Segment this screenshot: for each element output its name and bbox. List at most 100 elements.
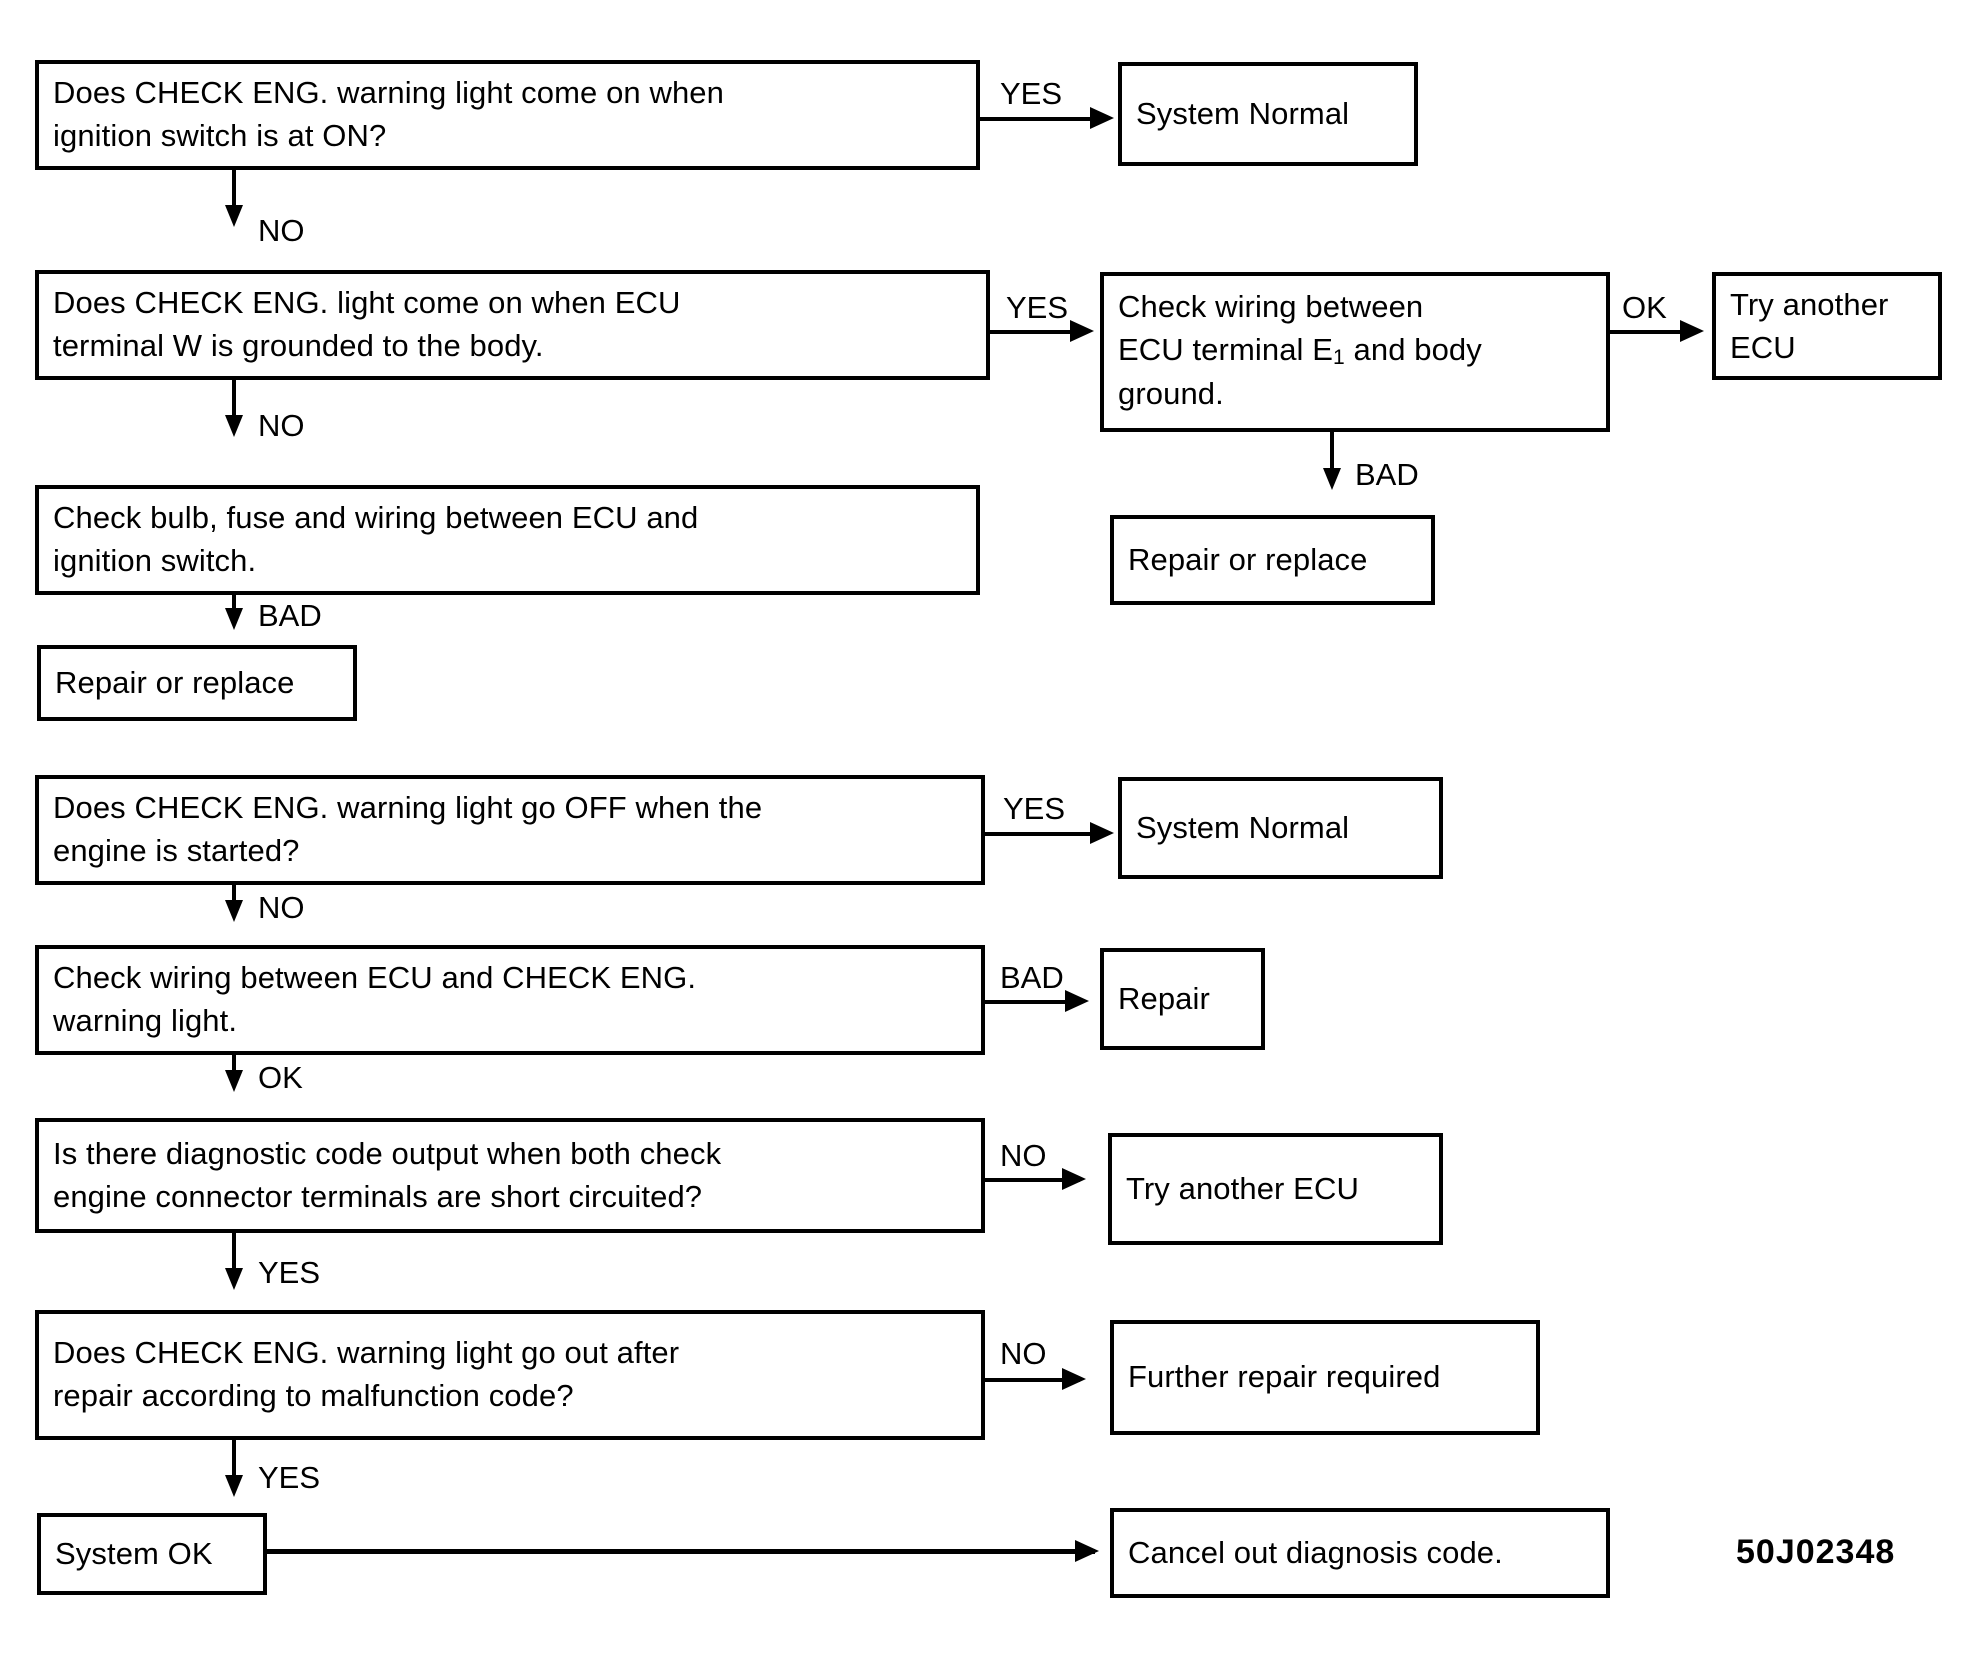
node-r6-text: Repair [1118, 980, 1210, 1016]
edge-a1-ok-arrowhead [1680, 320, 1704, 342]
node-q5-line1: Does CHECK ENG. warning light go out aft… [53, 1335, 680, 1371]
node-a3-line1: Check wiring between ECU and CHECK ENG. [53, 960, 697, 996]
node-q4-line2: engine connector terminals are short cir… [53, 1178, 703, 1214]
node-q3-text: Does CHECK ENG. warning light go OFF whe… [53, 787, 762, 873]
edge-label-bad-3: BAD [1000, 960, 1064, 995]
node-a1-line2: ECU terminal E1 and body [1118, 331, 1482, 369]
edge-a3-bad-arrowhead [1065, 990, 1089, 1012]
edge-label-yes-2: YES [1006, 290, 1069, 325]
edge-q5-no-arrowhead [1062, 1368, 1086, 1390]
node-a2-line2: ignition switch. [53, 543, 257, 578]
edge-label-ok-1: OK [1622, 290, 1667, 325]
edge-r9-to-r10-line [265, 1549, 1095, 1554]
edge-a3-bad-line [985, 1000, 1080, 1004]
edge-q4-yes-line [232, 1233, 236, 1275]
node-r8-further-repair-required: Further repair required [1110, 1320, 1540, 1435]
edge-label-bad-2: BAD [258, 598, 322, 633]
node-a1-line1: Check wiring between [1118, 289, 1424, 324]
node-r5-text: System Normal [1136, 809, 1350, 845]
edge-label-yes-5: YES [258, 1460, 321, 1495]
edge-q1-yes-line [980, 117, 1100, 121]
edge-q4-no-arrowhead [1062, 1168, 1086, 1190]
edge-q2-yes-line [990, 330, 1086, 334]
edge-q1-yes-arrowhead [1090, 107, 1114, 129]
node-r9-text: System OK [55, 1535, 213, 1571]
node-q4-line1: Is there diagnostic code output when bot… [53, 1135, 722, 1171]
edge-label-no-1: NO [258, 213, 305, 248]
edge-label-ok-2: OK [258, 1060, 303, 1095]
node-r8-text: Further repair required [1128, 1359, 1441, 1395]
edge-a2-bad-arrowhead [225, 608, 243, 630]
node-a3-check-wiring-warning-light: Check wiring between ECU and CHECK ENG.w… [35, 945, 985, 1055]
node-r2-line1: Try another [1730, 287, 1889, 322]
node-a1-line3: ground. [1118, 375, 1224, 411]
edge-label-bad-1: BAD [1355, 457, 1419, 492]
edge-q5-no-line [985, 1378, 1080, 1382]
edge-q5-yes-line [232, 1440, 236, 1485]
node-q4-text: Is there diagnostic code output when bot… [53, 1133, 721, 1219]
figure-code: 50J02348 [1736, 1533, 1896, 1571]
edge-a1-bad-line [1330, 432, 1334, 477]
node-r1-text: System Normal [1136, 95, 1350, 131]
edge-label-no-3: NO [258, 890, 305, 925]
edge-q5-yes-arrowhead [225, 1475, 243, 1497]
node-r10-text: Cancel out diagnosis code. [1128, 1534, 1503, 1570]
edge-q4-no-line [985, 1178, 1080, 1182]
edge-label-no-2: NO [258, 408, 305, 443]
node-q4-diagnostic-code-output: Is there diagnostic code output when bot… [35, 1118, 985, 1233]
node-q2-line1: Does CHECK ENG. light come on when ECU [53, 285, 681, 321]
edge-q1-no-line [232, 170, 236, 215]
edge-q3-no-line [232, 885, 236, 910]
node-r7-text: Try another ECU [1126, 1170, 1359, 1206]
edge-q3-yes-line [985, 832, 1100, 836]
node-q1-warning-light-on: Does CHECK ENG. warning light come on wh… [35, 60, 980, 170]
node-r4-text: Repair or replace [55, 664, 295, 700]
node-q5-light-out-after-repair: Does CHECK ENG. warning light go out aft… [35, 1310, 985, 1440]
node-r4-repair-or-replace: Repair or replace [37, 645, 357, 721]
subscript-1: 1 [1333, 345, 1345, 369]
edge-label-yes-3: YES [1003, 791, 1066, 826]
node-q3-warning-light-off: Does CHECK ENG. warning light go OFF whe… [35, 775, 985, 885]
edge-q3-yes-arrowhead [1090, 822, 1114, 844]
edge-q4-yes-arrowhead [225, 1268, 243, 1290]
node-r5-system-normal: System Normal [1118, 777, 1443, 879]
node-q1-line1: Does CHECK ENG. warning light come on wh… [53, 75, 724, 111]
edge-q2-yes-arrowhead [1070, 320, 1094, 342]
node-q1-line2: ignition switch is at ON? [53, 118, 387, 153]
edge-a1-bad-arrowhead [1323, 468, 1341, 490]
node-a3-text: Check wiring between ECU and CHECK ENG.w… [53, 957, 696, 1043]
edge-r9-to-r10-arrowhead [1075, 1540, 1099, 1562]
node-q2-terminal-w-grounded: Does CHECK ENG. light come on when ECU te… [35, 270, 990, 380]
node-a2-check-bulb-fuse-wiring: Check bulb, fuse and wiring between ECU … [35, 485, 980, 595]
node-q5-line2: repair according to malfunction code? [53, 1378, 574, 1413]
edge-label-no-5: NO [1000, 1336, 1047, 1371]
node-r9-system-ok: System OK [37, 1513, 267, 1595]
edge-label-no-4: NO [1000, 1138, 1047, 1173]
node-r1-system-normal: System Normal [1118, 62, 1418, 166]
edge-q2-no-line [232, 380, 236, 425]
node-r3-repair-or-replace: Repair or replace [1110, 515, 1435, 605]
node-r7-try-another-ecu: Try another ECU [1108, 1133, 1443, 1245]
edge-label-yes-4: YES [258, 1255, 321, 1290]
node-a2-line1: Check bulb, fuse and wiring between ECU … [53, 500, 699, 536]
edge-a3-ok-line [232, 1055, 236, 1083]
node-r10-cancel-out-diagnosis-code: Cancel out diagnosis code. [1110, 1508, 1610, 1598]
node-q3-line1: Does CHECK ENG. warning light go OFF whe… [53, 790, 763, 826]
node-r6-repair: Repair [1100, 948, 1265, 1050]
node-r3-text: Repair or replace [1128, 541, 1368, 577]
edge-label-yes-1: YES [1000, 76, 1063, 111]
edge-a3-ok-arrowhead [225, 1070, 243, 1092]
edge-q1-no-arrowhead [225, 205, 243, 227]
edge-a2-bad-line [232, 595, 236, 615]
node-q1-text: Does CHECK ENG. warning light come on wh… [53, 72, 724, 158]
node-q2-line2: terminal W is grounded to the body. [53, 328, 544, 363]
node-r2-line2: ECU [1730, 329, 1796, 365]
edge-a1-ok-line [1610, 330, 1695, 334]
node-q2-text: Does CHECK ENG. light come on when ECU te… [53, 282, 680, 368]
edge-q3-no-arrowhead [225, 900, 243, 922]
